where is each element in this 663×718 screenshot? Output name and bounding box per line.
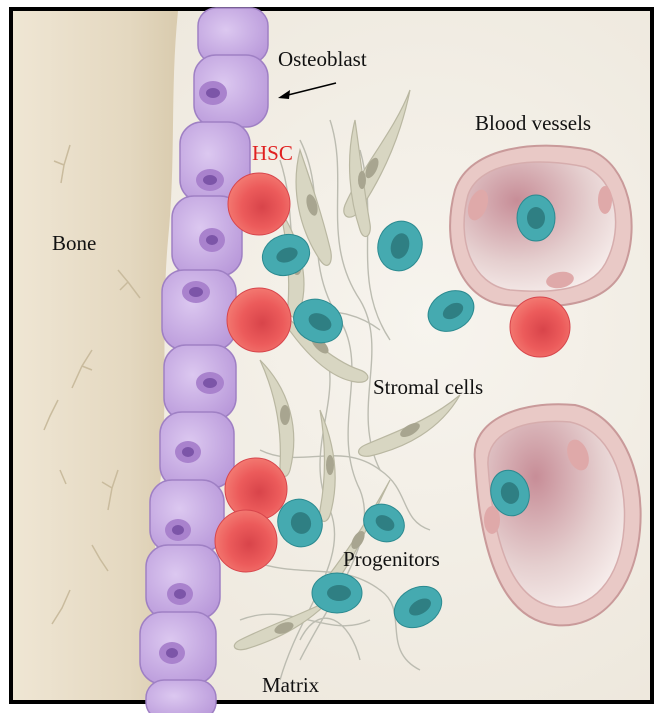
- progenitor-nucleus: [527, 207, 545, 229]
- osteoblast-cell: [150, 480, 224, 552]
- hsc-cell: [510, 297, 570, 357]
- stromal-nucleus: [280, 405, 290, 425]
- osteoblast-nucleolus: [206, 235, 218, 245]
- hsc-cell: [227, 288, 291, 352]
- hsc-cell: [228, 173, 290, 235]
- stromal-nucleus: [358, 171, 366, 189]
- progenitor-nucleus: [327, 585, 351, 601]
- osteoblast-nucleolus: [174, 589, 186, 599]
- osteoblast-cell: [146, 680, 216, 713]
- osteoblast-nucleolus: [182, 447, 194, 457]
- label-blood-vessels: Blood vessels: [475, 111, 591, 135]
- osteoblast-nucleolus: [206, 88, 220, 98]
- hsc-cell: [215, 510, 277, 572]
- endothelial-nucleus: [484, 506, 500, 534]
- label-bone: Bone: [52, 231, 96, 255]
- osteoblast-nucleolus: [189, 287, 203, 297]
- label-stromal-cells: Stromal cells: [373, 375, 483, 399]
- osteoblast-cell: [146, 545, 220, 619]
- label-hsc: HSC: [252, 141, 293, 165]
- label-progenitors: Progenitors: [343, 547, 440, 571]
- osteoblast-nucleolus: [166, 648, 178, 658]
- osteoblast-nucleolus: [203, 175, 217, 185]
- hsc-cell: [225, 458, 287, 520]
- stromal-nucleus: [326, 455, 334, 475]
- label-matrix: Matrix: [262, 673, 320, 697]
- osteoblast-nucleolus: [203, 378, 217, 388]
- osteoblast-nucleolus: [172, 525, 184, 535]
- label-osteoblast: Osteoblast: [278, 47, 367, 71]
- endothelial-nucleus: [598, 186, 612, 214]
